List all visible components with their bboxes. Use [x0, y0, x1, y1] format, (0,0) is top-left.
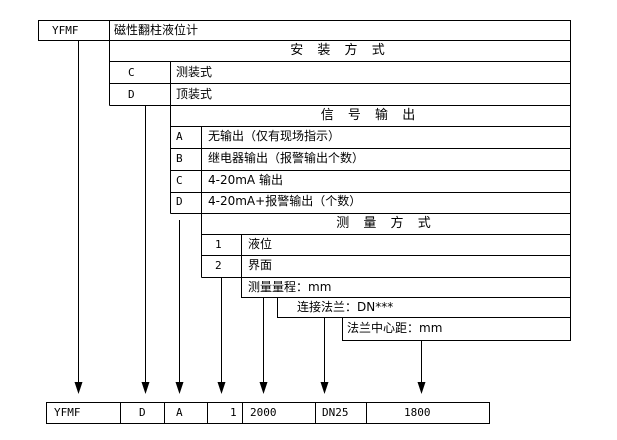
example-install: D — [139, 406, 146, 419]
install-header-box — [109, 40, 571, 62]
measure-header-box — [201, 213, 571, 235]
arrow-down-icon — [141, 382, 150, 394]
arrow-down-icon — [417, 382, 426, 394]
example-model: YFMF — [54, 406, 81, 419]
example-measure: 1 — [230, 406, 237, 419]
example-flange: DN25 — [322, 406, 349, 419]
example-row-box — [46, 402, 490, 424]
signal-code-d: D — [176, 195, 183, 208]
measure-label-interface: 界面 — [248, 258, 273, 272]
measure-code-1: 1 — [215, 238, 222, 251]
signal-header-box — [170, 105, 571, 127]
signal-code-a: A — [176, 130, 183, 143]
signal-label-b: 继电器输出（报警输出个数） — [208, 151, 365, 165]
example-center-distance: 1800 — [404, 406, 431, 419]
install-code-d: D — [128, 88, 135, 101]
arrow-down-icon — [175, 382, 184, 394]
install-label-top: 顶装式 — [176, 87, 213, 101]
signal-label-c: 4-20mA 输出 — [208, 173, 283, 187]
arrow-down-icon — [217, 382, 226, 394]
model-code: YFMF — [52, 24, 79, 37]
measure-label-level: 液位 — [248, 237, 273, 251]
install-code-c: C — [128, 66, 135, 79]
signal-code-b: B — [176, 152, 183, 165]
center-label: 法兰中心距：mm — [347, 321, 443, 335]
range-label: 测量量程：mm — [248, 280, 332, 294]
measure-header: 测 量 方 式 — [336, 216, 436, 231]
signal-label-d: 4-20mA+报警输出（个数） — [208, 194, 362, 208]
signal-header: 信 号 输 出 — [320, 108, 421, 123]
install-header: 安 装 方 式 — [290, 43, 390, 58]
example-signal: A — [176, 406, 183, 419]
signal-label-a: 无输出（仅有现场指示） — [208, 129, 341, 143]
measure-code-2: 2 — [215, 259, 222, 272]
flange-label: 连接法兰：DN*** — [297, 300, 394, 314]
signal-code-c: C — [176, 174, 183, 187]
arrow-down-icon — [259, 382, 268, 394]
arrowheads — [74, 382, 426, 394]
install-label-side: 测装式 — [176, 65, 213, 79]
model-name: 磁性翻柱液位计 — [114, 23, 199, 37]
example-range: 2000 — [250, 406, 277, 419]
center-box — [342, 317, 571, 341]
arrow-down-icon — [74, 382, 83, 394]
arrow-down-icon — [320, 382, 329, 394]
